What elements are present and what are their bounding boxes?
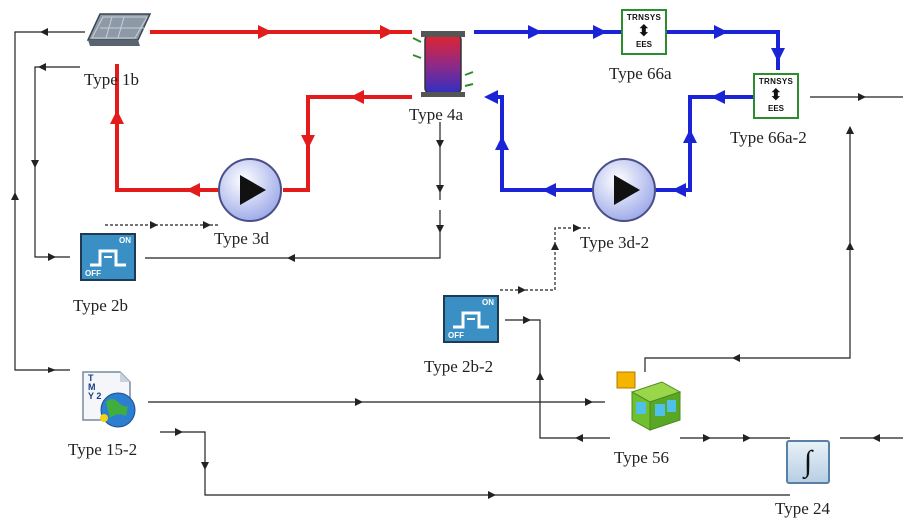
off-text: OFF bbox=[85, 269, 101, 278]
tmy2-text: T M Y 2 bbox=[88, 373, 102, 401]
on-off-controller-icon-1[interactable]: ON OFF bbox=[80, 233, 136, 281]
storage-tank-icon[interactable] bbox=[412, 31, 474, 97]
weather-data-icon[interactable] bbox=[82, 371, 136, 428]
label-type-3d-2: Type 3d-2 bbox=[580, 233, 650, 252]
trnsys-text: TRNSYS bbox=[758, 77, 794, 86]
label-type-15-2: Type 15-2 bbox=[68, 440, 138, 459]
switch-symbol-icon bbox=[90, 249, 126, 267]
trnsys-ees-icon-2[interactable]: TRNSYS ⬍ EES bbox=[753, 73, 799, 119]
on-off-controller-icon-2[interactable]: ON OFF bbox=[443, 295, 499, 343]
signal-dotted bbox=[105, 224, 590, 291]
switch-symbol-icon bbox=[453, 311, 489, 329]
pump-1-icon[interactable] bbox=[218, 158, 282, 222]
ees-text: EES bbox=[635, 40, 652, 49]
integral-symbol: ∫ bbox=[803, 445, 813, 478]
label-type-2b: Type 2b bbox=[73, 296, 128, 315]
label-type-66a-2: Type 66a-2 bbox=[730, 128, 807, 147]
solar-collector-icon[interactable] bbox=[86, 13, 152, 46]
cold-loop-arrows bbox=[484, 25, 785, 197]
label-type-56: Type 56 bbox=[614, 448, 669, 467]
bidirectional-arrow-icon: ⬍ bbox=[769, 87, 783, 104]
label-type-4a: Type 4a bbox=[409, 105, 464, 124]
trnsys-text: TRNSYS bbox=[626, 13, 662, 22]
ees-text: EES bbox=[767, 104, 784, 113]
on-text: ON bbox=[482, 298, 494, 307]
on-text: ON bbox=[119, 236, 131, 245]
label-type-3d: Type 3d bbox=[214, 229, 269, 248]
pump-2-icon[interactable] bbox=[592, 158, 656, 222]
label-type-2b-2: Type 2b-2 bbox=[424, 357, 494, 376]
label-type-1b: Type 1b bbox=[84, 70, 139, 89]
off-text: OFF bbox=[448, 331, 464, 340]
bidirectional-arrow-icon: ⬍ bbox=[637, 23, 651, 40]
trnsys-ees-icon-1[interactable]: TRNSYS ⬍ EES bbox=[621, 9, 667, 55]
integrator-icon[interactable]: ∫ bbox=[786, 440, 830, 484]
label-type-24: Type 24 bbox=[775, 499, 830, 518]
building-model-icon[interactable] bbox=[616, 371, 682, 431]
label-type-66a: Type 66a bbox=[609, 64, 672, 83]
signal-arrows bbox=[11, 28, 880, 499]
hot-loop-arrows bbox=[110, 25, 394, 197]
